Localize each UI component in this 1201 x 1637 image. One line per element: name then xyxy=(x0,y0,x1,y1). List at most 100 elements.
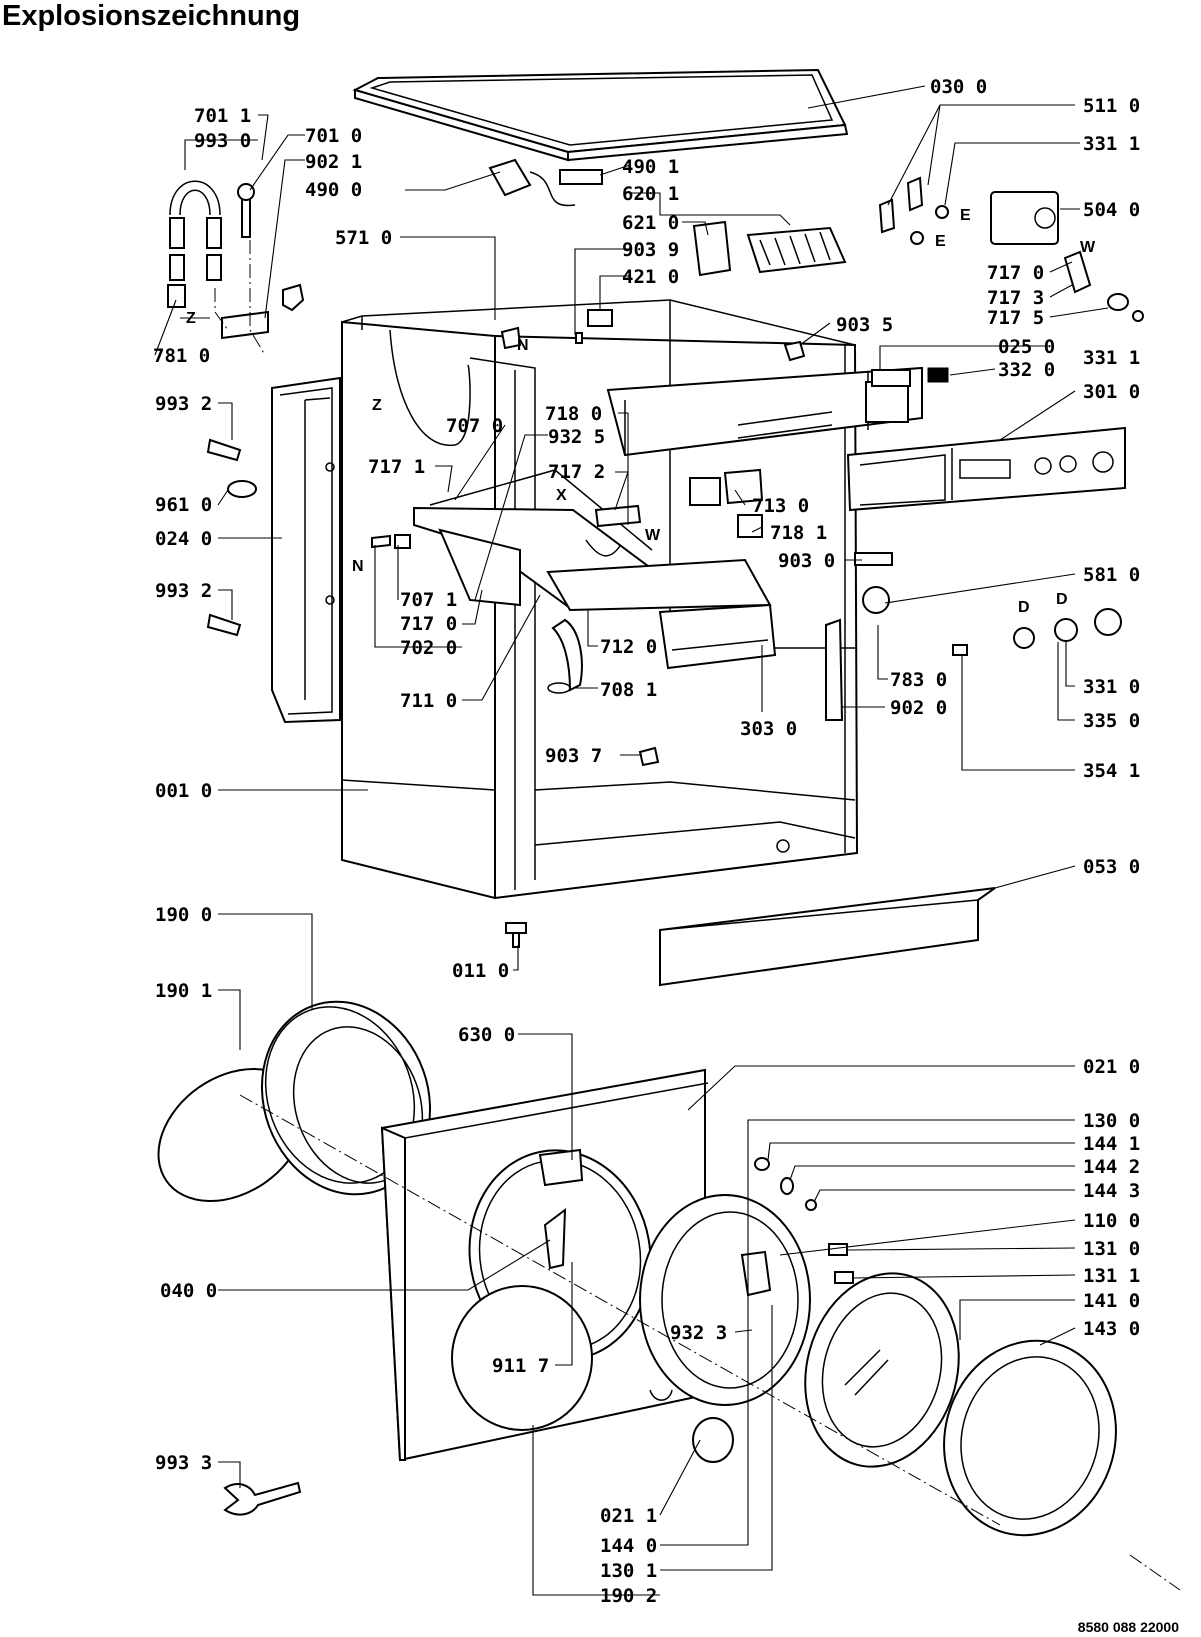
label-717-0a: 717 0 xyxy=(400,613,457,635)
detergent-dispenser xyxy=(413,469,777,670)
label-993-0: 993 0 xyxy=(194,130,251,152)
label-932-5: 932 5 xyxy=(548,426,605,448)
label-331-1b: 331 1 xyxy=(1083,347,1140,369)
reference-tags: Z Z N N X W W E E D D xyxy=(186,207,1096,616)
label-190-0: 190 0 xyxy=(155,904,212,926)
label-903-9: 903 9 xyxy=(622,239,679,261)
front-panel xyxy=(380,1068,734,1463)
drawing-number: 8580 088 22000 xyxy=(1077,1619,1179,1635)
label-717-5: 717 5 xyxy=(987,307,1044,329)
label-718-1: 718 1 xyxy=(770,522,827,544)
label-144-0: 144 0 xyxy=(600,1535,657,1557)
tag-x: X xyxy=(556,487,567,504)
adjustable-foot xyxy=(505,922,527,948)
label-144-1: 144 1 xyxy=(1083,1133,1140,1155)
label-354-1: 354 1 xyxy=(1083,760,1140,782)
label-025-0: 025 0 xyxy=(998,336,1055,358)
cabinet-small-parts xyxy=(206,309,1122,767)
label-332-0: 332 0 xyxy=(998,359,1055,381)
label-021-1: 021 1 xyxy=(600,1505,657,1527)
label-040-0: 040 0 xyxy=(160,1280,217,1302)
label-130-1: 130 1 xyxy=(600,1560,657,1582)
label-490-0: 490 0 xyxy=(305,179,362,201)
spanner-tool xyxy=(223,1481,302,1516)
label-331-1a: 331 1 xyxy=(1083,133,1140,155)
suppressor-relays xyxy=(692,220,847,277)
door-glass-and-ring xyxy=(804,1272,1117,1537)
label-932-3: 932 3 xyxy=(670,1322,727,1344)
label-711-0: 711 0 xyxy=(400,690,457,712)
control-fascia xyxy=(846,426,1126,512)
label-993-2a: 993 2 xyxy=(155,393,212,415)
label-144-2: 144 2 xyxy=(1083,1156,1140,1178)
label-993-3: 993 3 xyxy=(155,1452,212,1474)
tag-z-2: Z xyxy=(372,397,382,414)
label-902-0: 902 0 xyxy=(890,697,947,719)
label-021-0: 021 0 xyxy=(1083,1056,1140,1078)
label-707-0: 707 0 xyxy=(446,415,503,437)
label-620-1: 620 1 xyxy=(622,183,679,205)
label-993-2b: 993 2 xyxy=(155,580,212,602)
tag-z-1: Z xyxy=(186,310,196,327)
label-712-0: 712 0 xyxy=(600,636,657,658)
label-144-3: 144 3 xyxy=(1083,1180,1140,1202)
label-190-2: 190 2 xyxy=(600,1585,657,1607)
label-781-0: 781 0 xyxy=(153,345,210,367)
label-190-1: 190 1 xyxy=(155,980,212,1002)
label-630-0: 630 0 xyxy=(458,1024,515,1046)
label-301-0: 301 0 xyxy=(1083,381,1140,403)
label-504-0: 504 0 xyxy=(1083,199,1140,221)
label-961-0: 961 0 xyxy=(155,494,212,516)
label-011-0: 011 0 xyxy=(452,960,509,982)
label-571-0: 571 0 xyxy=(335,227,392,249)
label-331-0: 331 0 xyxy=(1083,676,1140,698)
tag-d-1: D xyxy=(1018,599,1030,616)
top-cover xyxy=(352,68,849,162)
assembly-axes xyxy=(214,240,1181,1591)
part-labels: 701 1 993 0 701 0 902 1 490 0 571 0 781 … xyxy=(153,76,1140,1607)
label-903-0: 903 0 xyxy=(778,550,835,572)
label-131-0: 131 0 xyxy=(1083,1238,1140,1260)
label-717-1: 717 1 xyxy=(368,456,425,478)
label-717-2: 717 2 xyxy=(548,461,605,483)
label-030-0: 030 0 xyxy=(930,76,987,98)
label-902-1: 902 1 xyxy=(305,151,362,173)
label-303-0: 303 0 xyxy=(740,718,797,740)
label-701-1: 701 1 xyxy=(194,105,251,127)
label-335-0: 335 0 xyxy=(1083,710,1140,732)
label-701-0: 701 0 xyxy=(305,125,362,147)
label-708-1: 708 1 xyxy=(600,679,657,701)
label-511-0: 511 0 xyxy=(1083,95,1140,117)
tag-w-2: W xyxy=(1080,239,1096,256)
label-421-0: 421 0 xyxy=(622,266,679,288)
page-title: Explosionszeichnung xyxy=(2,0,301,32)
label-702-0: 702 0 xyxy=(400,637,457,659)
label-903-5: 903 5 xyxy=(836,314,893,336)
label-903-7: 903 7 xyxy=(545,745,602,767)
label-717-3: 717 3 xyxy=(987,287,1044,309)
door-frame xyxy=(639,1157,854,1406)
label-143-0: 143 0 xyxy=(1083,1318,1140,1340)
label-707-1: 707 1 xyxy=(400,589,457,611)
label-718-0: 718 0 xyxy=(545,403,602,425)
tag-d-2: D xyxy=(1056,591,1068,608)
leader-lines xyxy=(154,85,1109,1596)
label-130-0: 130 0 xyxy=(1083,1110,1140,1132)
dispenser-hose xyxy=(547,618,583,694)
label-713-0: 713 0 xyxy=(752,495,809,517)
tag-n-2: N xyxy=(352,558,364,575)
tag-n-1: N xyxy=(517,337,529,354)
label-110-0: 110 0 xyxy=(1083,1210,1140,1232)
control-panel-frame xyxy=(606,366,949,457)
label-783-0: 783 0 xyxy=(890,669,947,691)
label-001-0: 001 0 xyxy=(155,780,212,802)
kick-plate xyxy=(659,887,996,987)
label-621-0: 621 0 xyxy=(622,212,679,234)
tag-e-1: E xyxy=(960,207,971,224)
tag-w-1: W xyxy=(645,527,661,544)
label-131-1: 131 1 xyxy=(1083,1265,1140,1287)
label-141-0: 141 0 xyxy=(1083,1290,1140,1312)
inlet-hose-valves xyxy=(167,180,305,340)
label-053-0: 053 0 xyxy=(1083,856,1140,878)
